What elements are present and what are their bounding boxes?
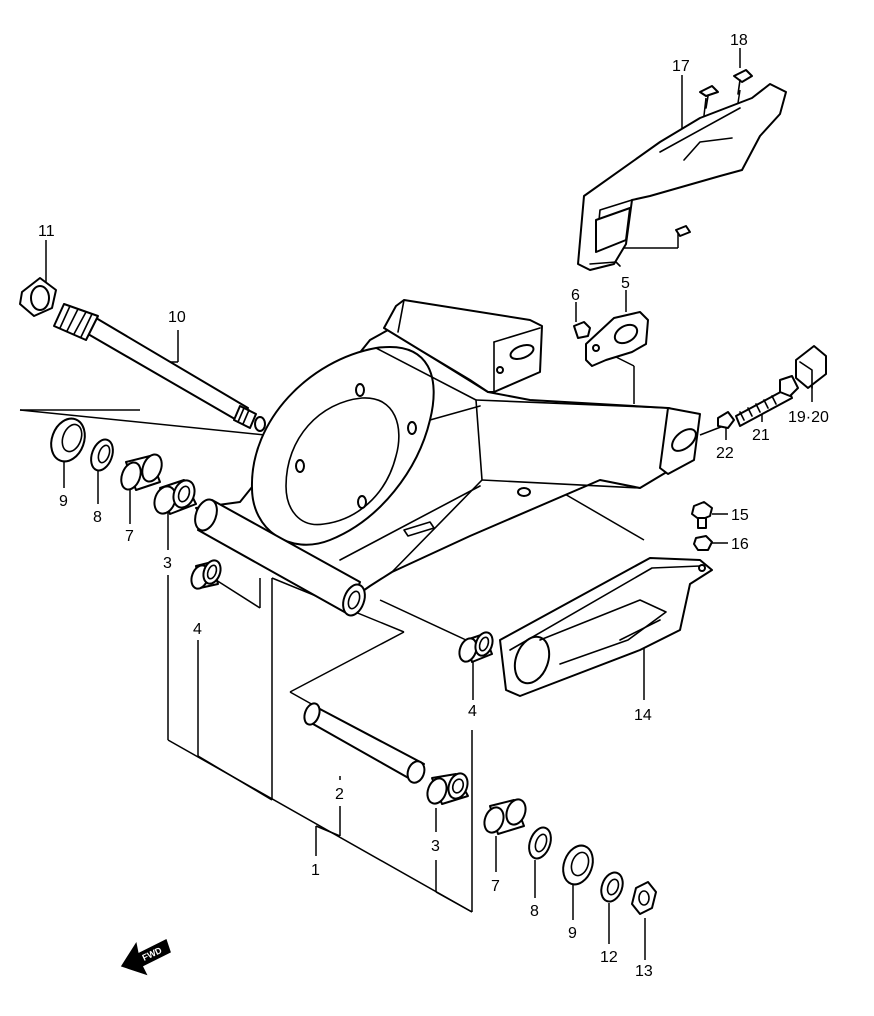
fwd-arrow-icon: FWD: [120, 938, 171, 976]
callout-6: 6: [571, 287, 580, 304]
right-lower-stack: [483, 798, 657, 915]
callout-15: 15: [731, 507, 749, 524]
pivot-nut: [19, 277, 57, 317]
callout-13: 13: [635, 963, 653, 980]
callout-3-left: 3: [163, 555, 172, 572]
swingarm-body: [194, 299, 701, 617]
callout-21: 21: [752, 427, 770, 444]
left-bearing-stack: [50, 417, 222, 590]
callout-5: 5: [621, 275, 630, 292]
callout-9-left: 9: [59, 493, 68, 510]
chain-adjuster: [717, 345, 827, 429]
callout-10: 10: [168, 309, 186, 326]
callout-12: 12: [600, 949, 618, 966]
callout-3-right: 3: [431, 838, 440, 855]
callout-7-left: 7: [125, 528, 134, 545]
bolt-and-nut-15-16: [691, 501, 713, 551]
callout-8-right: 8: [530, 903, 539, 920]
callout-4-left: 4: [193, 621, 202, 638]
callout-7-right: 7: [491, 878, 500, 895]
pivot-shaft: [53, 303, 266, 432]
callout-14: 14: [634, 707, 652, 724]
callout-1: 1: [311, 862, 320, 879]
callout-19-20: 19·20: [788, 409, 829, 426]
callout-2: 2: [335, 786, 344, 803]
chain-buffer: [499, 557, 713, 697]
lower-center-parts: [303, 631, 494, 805]
callout-11: 11: [38, 223, 55, 240]
chain-cover: [577, 69, 787, 271]
bracket-5-6: [573, 311, 649, 367]
callout-4-right: 4: [468, 703, 477, 720]
callout-labels: 11 10 9 8 7 3 4 4 2 1 3 7 8 9 12 13 14 1…: [38, 32, 829, 980]
callout-18: 18: [730, 32, 748, 49]
callout-16: 16: [731, 536, 749, 553]
callout-8-left: 8: [93, 509, 102, 526]
callout-17: 17: [672, 58, 690, 75]
callout-22: 22: [716, 445, 734, 462]
callout-9-right: 9: [568, 925, 577, 942]
